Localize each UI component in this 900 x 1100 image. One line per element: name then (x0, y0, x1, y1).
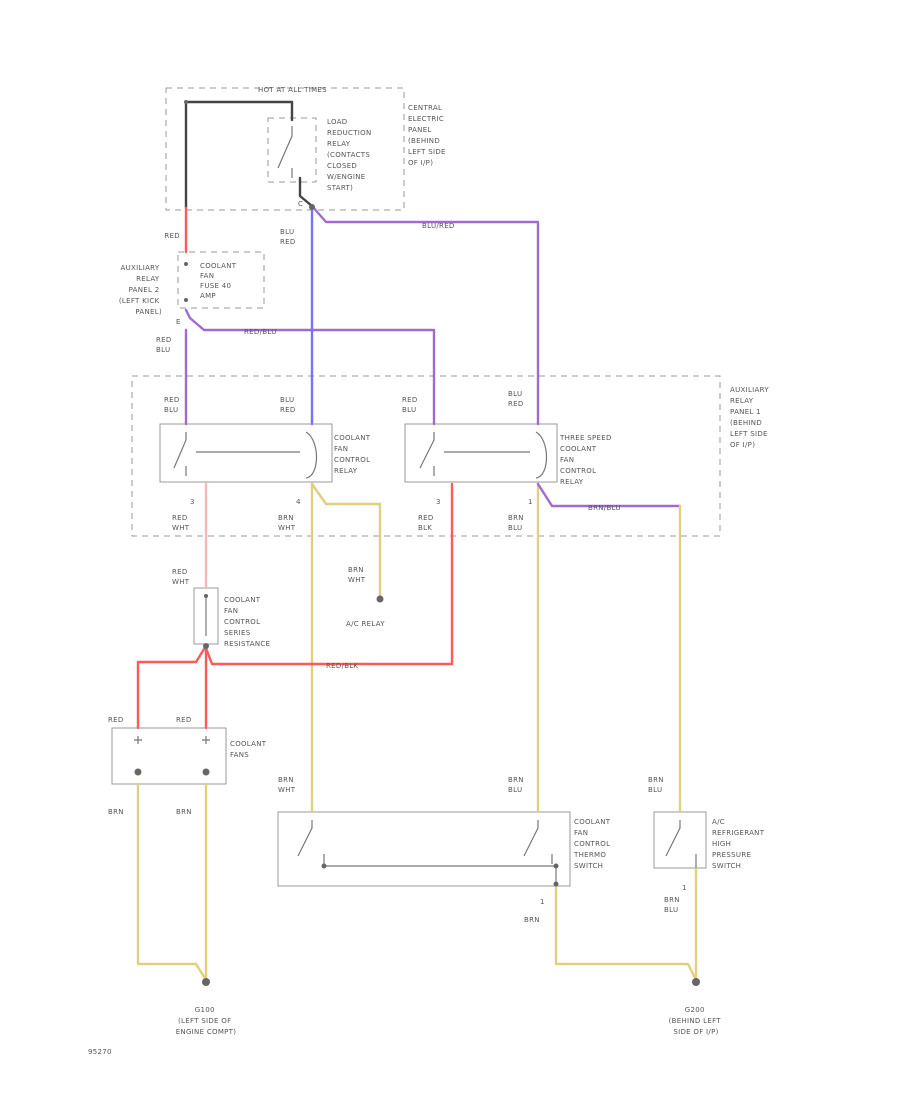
wire-harness (136, 100, 698, 982)
wire-label-red-blu-b: RED BLU (164, 396, 182, 414)
wire-brn-thermo-gnd (554, 884, 698, 982)
fan-relay-coil (305, 431, 317, 479)
wire-label-brn-blu-b: BRN BLU (508, 776, 526, 794)
thermo-switch-right (523, 820, 553, 864)
coolant-fans-box (111, 727, 227, 785)
wire-relay-contact (298, 176, 314, 208)
wire-label-brn-c: BRN (524, 916, 540, 924)
fuse-pin-bottom (184, 298, 188, 302)
pin-1-thermo: 1 (540, 898, 545, 906)
wire-brn-blu-pressure-top (536, 482, 682, 508)
wire-label-red-blu-c: RED BLU (402, 396, 420, 414)
fuse-pin-top (184, 262, 188, 266)
central-electric-panel-outline (165, 87, 405, 211)
wire-label-brn-blu-mid: BRN/BLU (588, 504, 621, 512)
label-ground-g200: G200 (BEHIND LEFT SIDE OF I/P) (669, 1006, 724, 1036)
wire-label-brn-blu-d: BRN BLU (664, 896, 682, 914)
wire-hot-bus (184, 100, 294, 122)
wire-label-blu-red-b: BLU RED (280, 396, 297, 414)
label-aux-relay-panel-1: AUXILIARY RELAY PANEL 1 (BEHIND LEFT SID… (730, 386, 771, 449)
label-central-panel: CENTRAL ELECTRIC PANEL (BEHIND LEFT SIDE… (408, 104, 448, 167)
wire-label-brn-wht-a: BRN WHT (278, 514, 296, 532)
thermo-pin-left (321, 863, 327, 869)
fan-relay-switch (173, 432, 300, 476)
wire-blu-red-top (310, 204, 540, 426)
wire-label-brn-wht-ac: BRN WHT (348, 566, 366, 584)
wire-label-red-blu-a: RED BLU (156, 336, 174, 354)
pin-4-fan-relay: 4 (296, 498, 301, 506)
resistance-pin-top (204, 594, 208, 598)
pressure-switch-contact (665, 820, 697, 868)
wire-red-blu-main (184, 308, 436, 426)
thermo-pin-out (553, 881, 559, 887)
label-three-speed-relay: THREE SPEED COOLANT FAN CONTROL RELAY (559, 434, 614, 486)
pin-c-load-relay: C (298, 200, 303, 208)
label-load-reduction-relay: LOAD REDUCTION RELAY (CONTACTS CLOSED W/… (327, 118, 374, 192)
wire-label-red-blk: RED BLK (418, 514, 436, 532)
label-pressure-switch: A/C REFRIGERANT HIGH PRESSURE SWITCH (712, 818, 767, 870)
wire-label-blu-red-mid: BLU/RED (422, 222, 455, 230)
pin-3-fan-relay: 3 (190, 498, 195, 506)
label-series-resistance: COOLANT FAN CONTROL SERIES RESISTANCE (224, 596, 270, 648)
wire-label-blu-red-c: BLU RED (508, 390, 525, 408)
resistance-pin-bottom (203, 643, 209, 649)
splice-hot (184, 100, 188, 104)
thermo-switch-left (297, 820, 325, 864)
three-speed-coil (535, 431, 547, 479)
wire-label-red-blu-mid: RED/BLU (244, 328, 277, 336)
thermo-pin-right (553, 863, 559, 869)
wire-label-brn-a: BRN (108, 808, 124, 816)
wire-label-red-blk-mid: RED/BLK (326, 662, 359, 670)
wire-label-red-wht: RED WHT (172, 514, 190, 532)
load-relay-switch (277, 126, 293, 178)
component-labels: HOT AT ALL TIMES CENTRAL ELECTRIC PANEL … (88, 86, 771, 1056)
label-ground-g100: G100 (LEFT SIDE OF ENGINE COMPT) (176, 1006, 237, 1036)
ac-relay-pin (376, 595, 384, 603)
wire-red-fan-left (136, 644, 208, 730)
label-coolant-fans: COOLANT FANS (230, 740, 269, 759)
label-thermo-switch: COOLANT FAN CONTROL THERMO SWITCH (573, 818, 613, 870)
wire-label-brn-blu-c: BRN BLU (648, 776, 666, 794)
load-relay-pin (309, 204, 315, 210)
wire-red-blk (204, 482, 454, 666)
thermo-switch-box (277, 811, 571, 887)
wire-label-red-fan-b: RED (176, 716, 192, 724)
pin-1-three-speed: 1 (528, 498, 533, 506)
fan-left-pin (134, 768, 142, 776)
label-hot-at-all-times: HOT AT ALL TIMES (258, 86, 327, 94)
ground-g200 (692, 978, 700, 986)
label-ac-relay: A/C RELAY (346, 620, 385, 628)
connector-dots (134, 100, 700, 986)
label-coolant-fan-control-relay: COOLANT FAN CONTROL RELAY (334, 434, 373, 475)
fuse-panel-outline (177, 251, 265, 309)
wire-brn-fan-left-gnd (136, 782, 208, 982)
pin-1-pressure: 1 (682, 884, 687, 892)
wire-labels: RED BLU RED BLU/RED RED/BLU RED BLU RED … (108, 222, 682, 924)
fan-right-pin (202, 768, 210, 776)
wire-label-red-fan-a: RED (108, 716, 124, 724)
thermo-switch-bus (324, 865, 557, 886)
wire-label-brn-wht-b: BRN WHT (278, 776, 296, 794)
pin-e-fuse: E (176, 318, 181, 326)
pin-labels: C E 3 4 3 1 1 1 (176, 200, 687, 906)
wire-label-brn-b: BRN (176, 808, 192, 816)
fan-right-motor (202, 736, 210, 744)
label-figure-number: 95270 (88, 1048, 112, 1056)
label-aux-relay-panel-2: AUXILIARY RELAY PANEL 2 (LEFT KICK PANEL… (119, 264, 162, 316)
wire-label-blu-red-a: BLU RED (280, 228, 297, 246)
three-speed-switch (419, 432, 530, 476)
wire-label-red-wht-b: RED WHT (172, 568, 190, 586)
pin-3-three-speed: 3 (436, 498, 441, 506)
wire-label-brn-blu-a: BRN BLU (508, 514, 526, 532)
label-coolant-fan-fuse: COOLANT FAN FUSE 40 AMP (200, 262, 239, 300)
ground-g100 (202, 978, 210, 986)
fan-left-motor (134, 736, 142, 744)
coolant-fan-control-relay-box (159, 423, 333, 483)
wire-label-red: RED (164, 232, 180, 240)
three-speed-relay-box (404, 423, 558, 483)
wire-brn-wht-ac (310, 482, 382, 600)
